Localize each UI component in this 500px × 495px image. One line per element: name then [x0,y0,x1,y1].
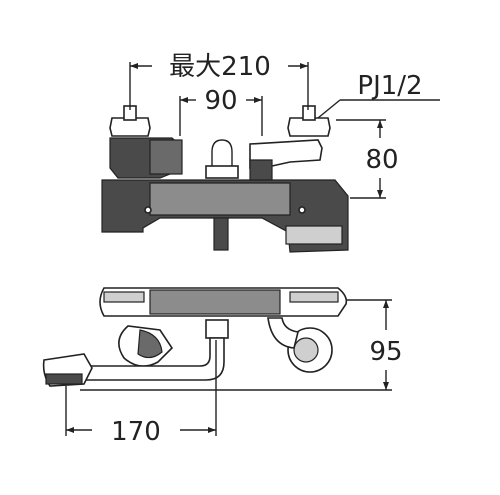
dimension-lines [65,62,440,436]
dim-depth-text: 95 [369,337,402,367]
side-body-inner [149,289,281,315]
pj-leader-diag [317,99,341,119]
dim170-right-arrow [208,427,216,433]
center-hook [211,139,233,170]
dim-height-text: 80 [365,145,398,175]
dim170-left-arrow [66,427,74,433]
dim-max-width-text: 最大210 [169,52,271,82]
left-handle-face [149,139,183,175]
screw-left [144,206,152,214]
right-inlet-nut [287,117,331,137]
spout-nut [205,319,229,339]
dim95-bottom-arrow [383,382,389,390]
dim95-top-arrow [383,300,389,308]
side-right-cap [289,291,339,303]
front-right-knob [285,225,343,245]
right-elbow [267,317,299,349]
front-spout-tube [213,217,229,251]
dim-spout-text: 170 [111,417,161,447]
center-hook-base [205,165,239,179]
dim210-right-arrow [300,63,308,69]
front-view [101,105,349,253]
front-body-inner [149,182,291,216]
screw-right [298,206,306,214]
dim90-right-arrow [254,97,262,103]
left-elbow-shade [137,329,163,359]
dim90-left-arrow [180,97,188,103]
right-lever-shade [249,159,273,181]
dim-thread-text: PJ1/2 [357,71,422,101]
dim80-bottom-arrow [377,190,383,198]
spout-aerator [45,373,83,385]
dim80-top-arrow [377,120,383,128]
right-wheel-inner [293,337,319,363]
side-view [42,287,348,387]
left-inlet-nut [109,117,151,137]
right-inlet-stem [302,105,316,121]
dim-pitch-text: 90 [204,86,237,116]
dim210-left-arrow [130,63,138,69]
side-left-cap [103,291,145,303]
